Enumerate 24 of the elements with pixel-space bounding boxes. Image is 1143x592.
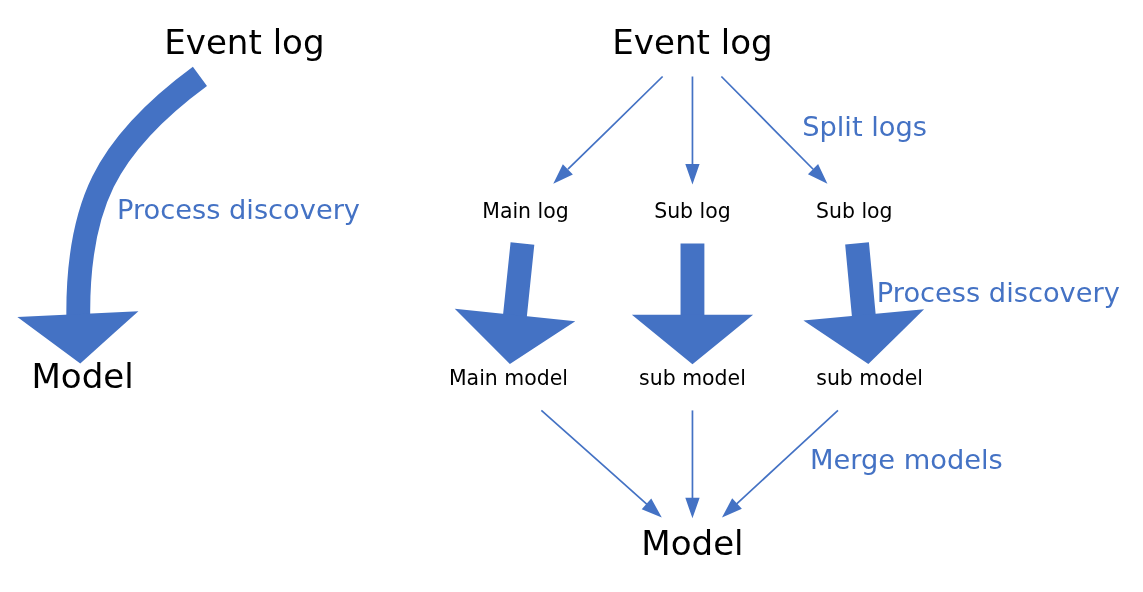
arrow <box>540 409 662 518</box>
edge-label: Merge models <box>809 444 1003 476</box>
node-text: sub model <box>816 365 923 390</box>
node-text: sub model <box>639 365 746 390</box>
arrow <box>631 243 754 365</box>
node-text: Event log <box>612 22 773 63</box>
node-text: Sub log <box>816 198 893 223</box>
arrow <box>685 409 700 519</box>
arrow <box>720 75 828 184</box>
edge-label: Split logs <box>802 110 928 142</box>
node-text: Main model <box>449 365 568 390</box>
arrow <box>553 75 664 184</box>
node-text: Main log <box>482 198 569 223</box>
edge-label: Process discovery <box>876 277 1120 309</box>
arrow <box>17 66 208 364</box>
node-text: Model <box>641 522 744 563</box>
arrow <box>454 242 576 365</box>
arrow <box>685 75 700 185</box>
node-text: Sub log <box>654 198 731 223</box>
edge-label: Process discovery <box>117 194 360 225</box>
arrow <box>721 409 839 518</box>
node-text: Event log <box>164 22 325 63</box>
arrow <box>803 242 925 365</box>
node-text: Model <box>31 356 134 396</box>
